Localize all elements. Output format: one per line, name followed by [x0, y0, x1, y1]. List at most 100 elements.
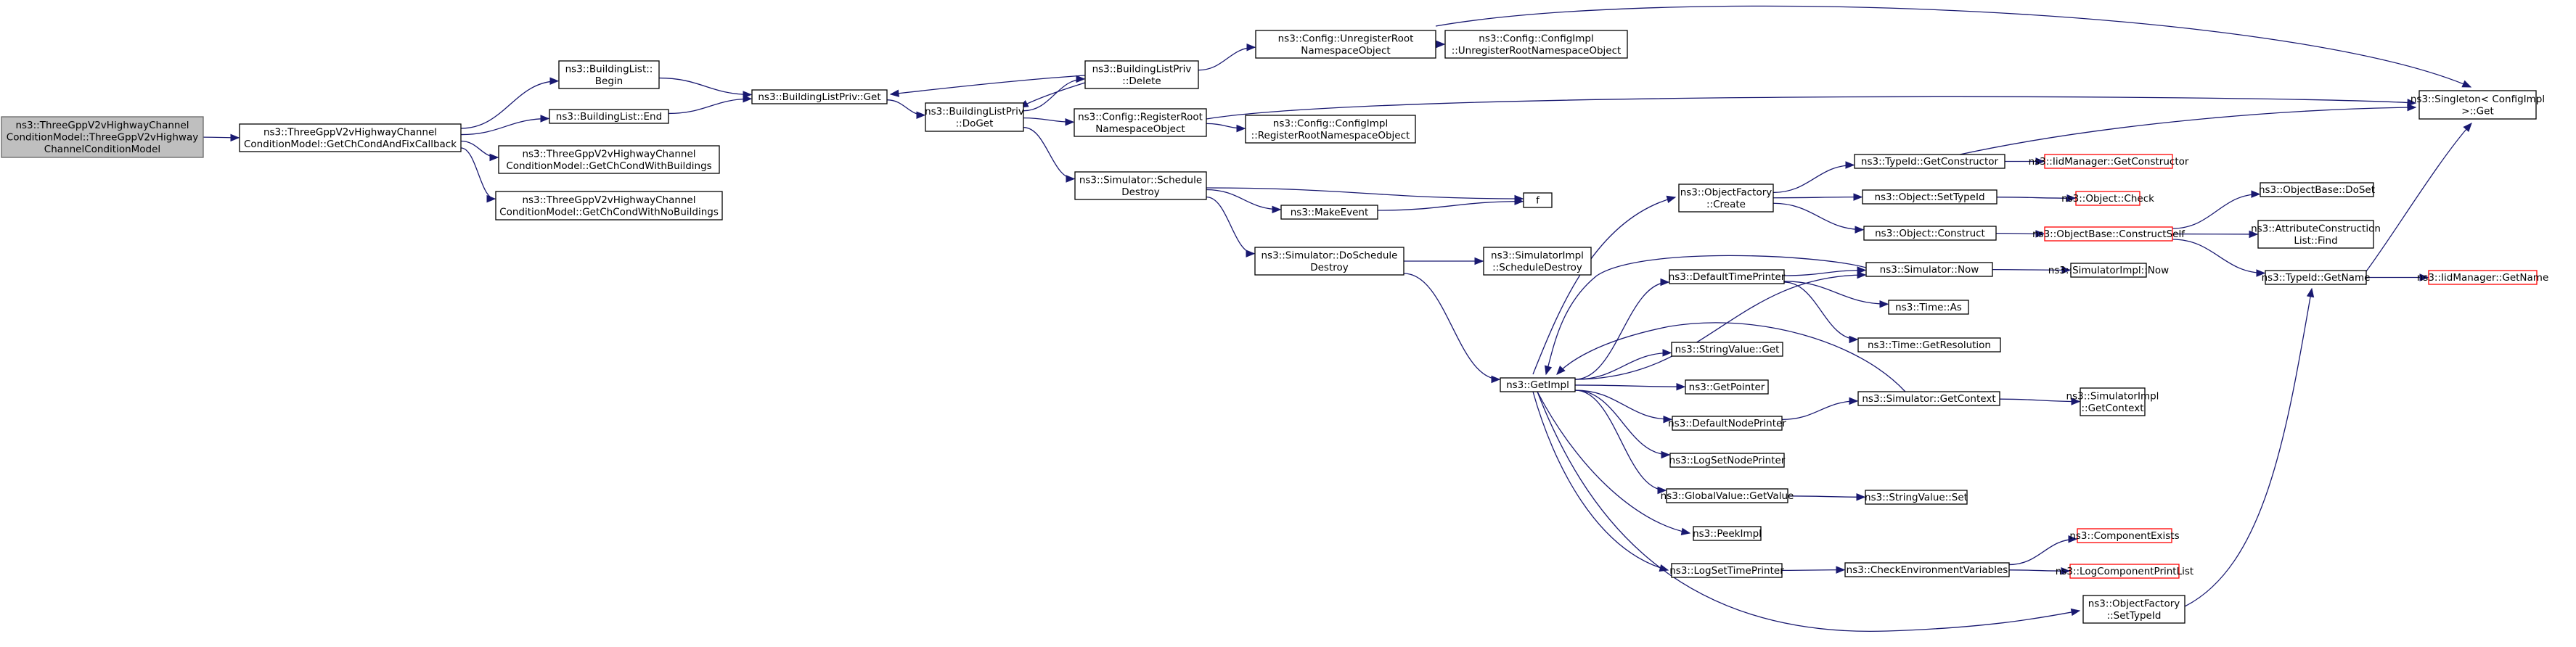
node-box [2418, 90, 2537, 120]
node-blp_doget[interactable]: ns3::BuildingListPriv::DoGet [925, 102, 1024, 132]
edge-sim_doschedule-to-getimpl [1403, 273, 1501, 384]
node-label-line: ns3::ThreeGppV2vHighwayChannel [522, 194, 695, 206]
node-box [1280, 205, 1378, 220]
node-label-line: ns3::BuildingList:: [565, 63, 653, 75]
node-label-line: ::GetContext [2081, 403, 2143, 414]
node-logsettimeprinter[interactable]: ns3::LogSetTimePrinter [1669, 563, 1784, 578]
node-objbase_constructself[interactable]: ns3::ObjectBase::ConstructSelf [2032, 226, 2185, 242]
node-stringvalue_get[interactable]: ns3::StringValue::Get [1671, 342, 1783, 357]
node-obj_construct[interactable]: ns3::Object::Construct [1863, 226, 1997, 241]
node-typeid_getname[interactable]: ns3::TypeId::GetName [2262, 270, 2371, 285]
node-box [1671, 563, 1783, 578]
node-sim_schedule_destroy[interactable]: ns3::Simulator::ScheduleDestroy [1074, 171, 1207, 200]
node-getimpl[interactable]: ns3::GetImpl [1500, 377, 1576, 392]
node-box [2069, 564, 2180, 579]
edge-sim_now-to-simimpl_now [1992, 266, 2072, 274]
node-bl_end[interactable]: ns3::BuildingList::End [549, 109, 669, 124]
node-label-line: ns3::Config::RegisterRoot [1078, 111, 1203, 123]
edge-getimpl-to-default_time_printer [1574, 278, 1670, 380]
node-logsetnodeprinter[interactable]: ns3::LogSetNodePrinter [1669, 453, 1786, 468]
node-blp_delete[interactable]: ns3::BuildingListPriv::Delete [1084, 60, 1199, 89]
node-label-line: ns3::Time::GetResolution [1868, 339, 1991, 351]
node-objfactory_create[interactable]: ns3::ObjectFactory::Create [1678, 184, 1774, 213]
node-makeevent[interactable]: ns3::MakeEvent [1280, 205, 1378, 220]
node-componentexists[interactable]: ns3::ComponentExists [2069, 528, 2180, 543]
node-box [1669, 453, 1785, 468]
node-box [1865, 490, 1968, 505]
edge-objbase_constructself-to-typeid_getname [2172, 239, 2266, 277]
edge-obj_construct-to-objbase_constructself [1995, 230, 2045, 238]
node-iidmgr_getname[interactable]: ns3::IidManager::GetName [2417, 270, 2549, 285]
node-label-line: ns3::BuildingListPriv [1092, 63, 1192, 75]
node-getchcond[interactable]: ns3::ThreeGppV2vHighwayChannelConditionM… [239, 123, 462, 152]
node-label-line: ConditionModel::GetChCondWithBuildings [506, 160, 711, 172]
node-peekimpl[interactable]: ns3::PeekImpl [1693, 526, 1762, 541]
edge-typeid_getctor-to-singleton [1959, 103, 2417, 155]
node-obj_settypeid[interactable]: ns3::Object::SetTypeId [1862, 189, 1998, 205]
node-time_as[interactable]: ns3::Time::As [1888, 300, 1969, 315]
node-default_time_printer[interactable]: ns3::DefaultTimePrinter [1669, 269, 1786, 284]
node-iidmgr_getctor[interactable]: ns3::IidManager::GetConstructor [2029, 154, 2189, 169]
node-logcompprintlist[interactable]: ns3::LogComponentPrintList [2056, 564, 2193, 579]
node-root: ns3::ThreeGppV2vHighwayChannelConditionM… [1, 116, 204, 158]
node-cfgimpl_reg[interactable]: ns3::Config::ConfigImpl::RegisterRootNam… [1245, 115, 1416, 144]
node-typeid_getctor[interactable]: ns3::TypeId::GetConstructor [1854, 154, 2005, 169]
node-label-line: ns3::ComponentExists [2069, 530, 2179, 542]
edge-checkenv-to-componentexists [2008, 535, 2078, 566]
node-label-line: ns3::ObjectFactory [2088, 598, 2180, 609]
node-label-line: ::UnregisterRootNamespaceObject [1452, 45, 1622, 57]
node-cfg_reg[interactable]: ns3::Config::RegisterRootNamespaceObject [1074, 108, 1207, 137]
node-label-line: ns3::IidManager::GetConstructor [2029, 156, 2189, 168]
node-objfactory_settypeid[interactable]: ns3::ObjectFactory::SetTypeId [2082, 595, 2185, 624]
node-box [751, 89, 888, 104]
edge-typeid_getname-to-singleton [2366, 123, 2472, 272]
node-gccwnb[interactable]: ns3::ThreeGppV2vHighwayChannelConditionM… [495, 191, 723, 221]
node-time_getres[interactable]: ns3::Time::GetResolution [1857, 337, 2001, 353]
node-box [1685, 379, 1769, 395]
node-default_node_printer[interactable]: ns3::DefaultNodePrinter [1668, 416, 1786, 431]
node-box [1255, 30, 1436, 59]
node-simimpl_now[interactable]: ns3::SimulatorImpl::Now [2048, 263, 2169, 278]
node-stringvalue_set[interactable]: ns3::StringValue::Set [1865, 490, 1968, 505]
edge-sim_getcontext-to-simimpl_getcontext [1999, 397, 2081, 405]
node-checkenv[interactable]: ns3::CheckEnvironmentVariables [1844, 562, 2010, 577]
node-sim_getcontext[interactable]: ns3::Simulator::GetContext [1857, 391, 2000, 406]
edge-getchcond-to-gccwb [460, 140, 499, 162]
node-obj_check[interactable]: ns3::Object::Check [2061, 191, 2154, 206]
node-cfgimpl_unreg[interactable]: ns3::Config::ConfigImpl::UnregisterRootN… [1444, 30, 1628, 59]
edge-getchcond-to-bl_begin [460, 77, 560, 129]
edge-blp_doget-to-cfg_reg [1023, 117, 1075, 126]
node-getpointer[interactable]: ns3::GetPointer [1685, 379, 1769, 395]
node-globalvalue_getvalue[interactable]: ns3::GlobalValue::GetValue [1661, 488, 1794, 503]
node-simimpl_sched[interactable]: ns3::SimulatorImpl::ScheduleDestroy [1483, 247, 1592, 276]
node-box [2077, 528, 2172, 543]
node-label-line: ns3::Config::ConfigImpl [1273, 118, 1388, 129]
node-label-line: ns3::BuildingListPriv::Get [758, 91, 880, 103]
node-box [2082, 595, 2185, 624]
edge-objfactory_create-to-typeid_getctor [1772, 161, 1855, 194]
edge-default_time_printer-to-time_getres [1783, 281, 1859, 344]
node-label-line: ns3::GetImpl [1506, 379, 1569, 391]
edge-sim_doschedule-to-simimpl_sched [1404, 257, 1484, 265]
node-simimpl_getcontext[interactable]: ns3::SimulatorImpl::GetContext [2066, 387, 2159, 416]
node-sim_now[interactable]: ns3::Simulator::Now [1865, 262, 1993, 277]
node-objbase_doset[interactable]: ns3::ObjectBase::DoSet [2259, 182, 2375, 197]
node-gccwb[interactable]: ns3::ThreeGppV2vHighwayChannelConditionM… [498, 145, 720, 174]
node-label-line: NamespaceObject [1095, 123, 1185, 135]
node-cfg_unreg[interactable]: ns3::Config::UnregisterRootNamespaceObje… [1255, 30, 1436, 59]
node-f[interactable]: f [1523, 192, 1553, 208]
node-singleton[interactable]: ns3::Singleton< ConfigImpl >::Get [2411, 90, 2545, 120]
node-label-line: ConditionModel::ThreeGppV2vHighway [7, 132, 198, 144]
node-label-line: ns3::ThreeGppV2vHighwayChannel [15, 120, 189, 131]
edge-blp_delete-to-blp_get [889, 75, 1086, 97]
node-label-line: ns3::GetPointer [1689, 382, 1765, 393]
node-bl_begin[interactable]: ns3::BuildingList::Begin [558, 60, 660, 89]
edge-default_node_printer-to-sim_getcontext [1781, 397, 1859, 421]
node-label-line: ::Create [1706, 199, 1746, 210]
edge-sim_schedule_destroy-to-sim_doschedule [1206, 196, 1256, 257]
node-blp_get[interactable]: ns3::BuildingListPriv::Get [751, 89, 888, 104]
edge-getimpl-to-logsettimeprinter [1532, 391, 1669, 572]
edge-getimpl-to-getpointer [1574, 382, 1686, 391]
